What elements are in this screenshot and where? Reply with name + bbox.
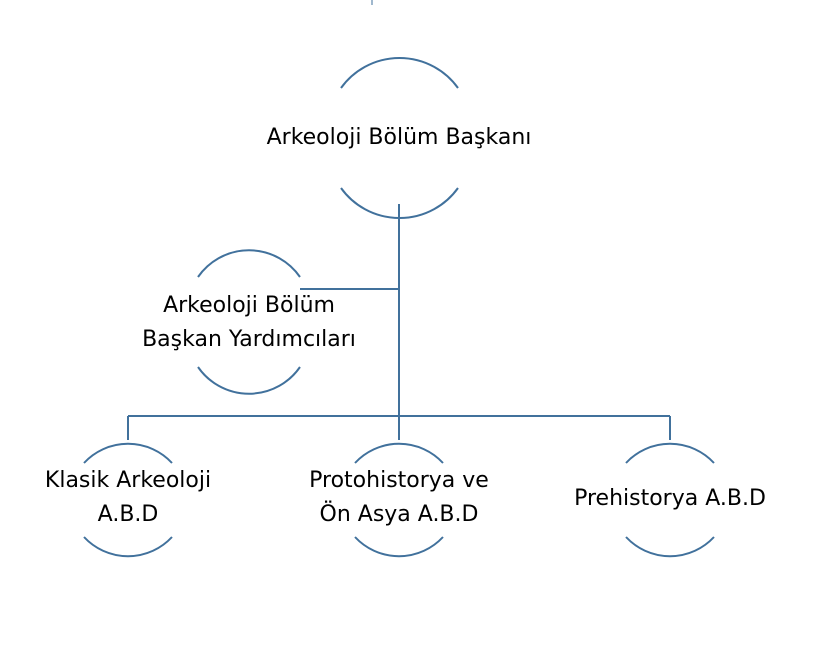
node-head-label: Arkeoloji Bölüm Başkanı (219, 121, 579, 155)
node-deputies-shape (197, 249, 301, 395)
node-prehistory-label: Prehistorya A.B.D (540, 482, 800, 516)
node-prehistory-shape (625, 442, 715, 558)
node-classical-line-1: Klasik Arkeoloji (44, 468, 212, 493)
node-head-line-1: Arkeoloji Bölüm Başkanı (266, 125, 532, 150)
node-deputies-line-1: Arkeoloji Bölüm (163, 293, 335, 318)
node-head-shape (340, 56, 459, 220)
connector-lines (127, 204, 671, 440)
node-arcs (83, 56, 715, 558)
node-classical-shape (83, 442, 173, 558)
node-prehistory-line-1: Prehistorya A.B.D (574, 486, 766, 511)
node-protohistory-line-1: Protohistorya ve (309, 468, 489, 493)
node-protohistory-line-2: Ön Asya A.B.D (319, 502, 479, 527)
node-deputies-line-2: Başkan Yardımcıları (142, 327, 356, 352)
node-protohistory-label: Protohistorya ve Ön Asya A.B.D (279, 464, 519, 532)
node-deputies-label: Arkeoloji Bölüm Başkan Yardımcıları (99, 289, 399, 357)
node-protohistory-shape (354, 442, 444, 558)
node-classical-line-2: A.B.D (97, 502, 159, 527)
node-classical-label: Klasik Arkeoloji A.B.D (8, 464, 248, 532)
